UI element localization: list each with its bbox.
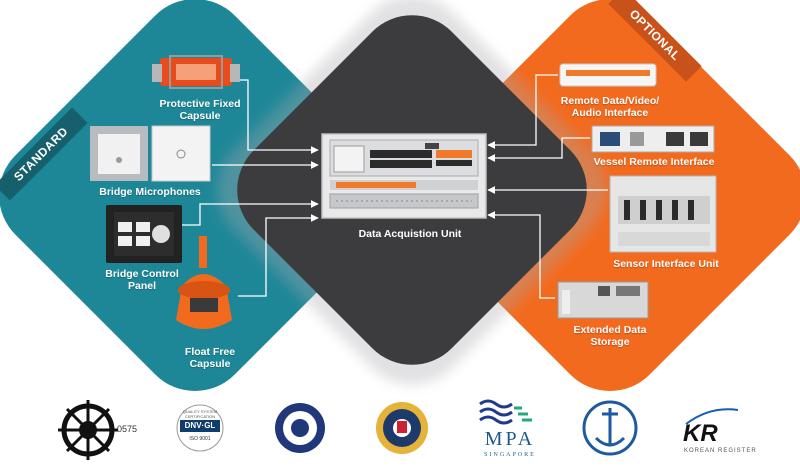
- bridge-control-panel-device: [106, 205, 182, 263]
- connector-remote-interface: [487, 74, 558, 149]
- label-line: Bridge Control: [105, 268, 179, 280]
- connector-bridge-control: [182, 200, 319, 226]
- connector-extended-storage: [487, 211, 555, 299]
- label-extended-storage: Extended Data Storage: [560, 324, 660, 348]
- optional-connectors: [487, 74, 608, 299]
- kr-sub: KOREAN REGISTER: [684, 448, 757, 454]
- bridge-microphones-device: [90, 125, 211, 182]
- kr-name: KR: [683, 420, 718, 447]
- label-bridge-control-panel: Bridge Control Panel: [92, 268, 192, 292]
- label-float-free-capsule: Float Free Capsule: [160, 346, 260, 370]
- connector-vessel-remote: [487, 137, 590, 162]
- sensor-interface-unit-device: [609, 175, 717, 253]
- label-vessel-remote-interface: Vessel Remote Interface: [584, 156, 724, 168]
- label-line: Float Free: [184, 346, 236, 358]
- connector-float-free: [238, 214, 319, 297]
- connector-protective-capsule: [237, 79, 319, 154]
- float-free-capsule-device: [176, 236, 232, 329]
- label-line: Vessel Remote Interface: [593, 156, 715, 168]
- label-line: Capsule: [189, 358, 231, 370]
- label-line: Storage: [590, 336, 630, 348]
- label-line: Capsule: [179, 110, 221, 122]
- dnv-top-text: QUALITY SYSTEM CERTIFICATION: [182, 409, 218, 419]
- kr-swoosh: [685, 408, 739, 425]
- remote-interface-device: [559, 63, 657, 87]
- label-line: Bridge Microphones: [99, 186, 201, 198]
- extended-storage-device: [557, 281, 649, 319]
- mpa-name: MPA: [484, 428, 536, 450]
- dau-cabinet: [321, 133, 487, 219]
- label-line: Sensor Interface Unit: [613, 258, 719, 270]
- dnv-iso: ISO 9001: [189, 436, 211, 442]
- wheel-number: 0575: [117, 424, 138, 434]
- mpa-sub: SINGAPORE: [484, 452, 536, 458]
- label-bridge-microphones: Bridge Microphones: [80, 186, 220, 198]
- standard-connectors: [182, 79, 319, 297]
- label-line: Protective Fixed: [159, 98, 241, 110]
- coast-guard-logo: [376, 402, 428, 454]
- label-remote-interface: Remote Data/Video/ Audio Interface: [550, 95, 670, 119]
- label-protective-capsule: Protective Fixed Capsule: [150, 98, 250, 122]
- protective-capsule-device: [152, 55, 240, 89]
- dnv-gl-logo: [176, 404, 224, 452]
- mpa-waves-logo: [479, 399, 532, 425]
- label-line: Panel: [127, 280, 156, 292]
- label-line: Extended Data: [573, 324, 647, 336]
- seal-logo-1: [275, 403, 325, 453]
- vessel-remote-interface-device: [591, 125, 715, 153]
- label-data-acquisition-unit: Data Acquistion Unit: [358, 228, 462, 240]
- dnv-name: DNV·GL: [184, 421, 216, 430]
- label-sensor-interface-unit: Sensor Interface Unit: [606, 258, 726, 270]
- ship-wheel-logo: [58, 400, 118, 460]
- label-line: Audio Interface: [571, 107, 649, 119]
- anchor-seal-logo: [582, 400, 638, 456]
- label-line: Remote Data/Video/: [560, 95, 660, 107]
